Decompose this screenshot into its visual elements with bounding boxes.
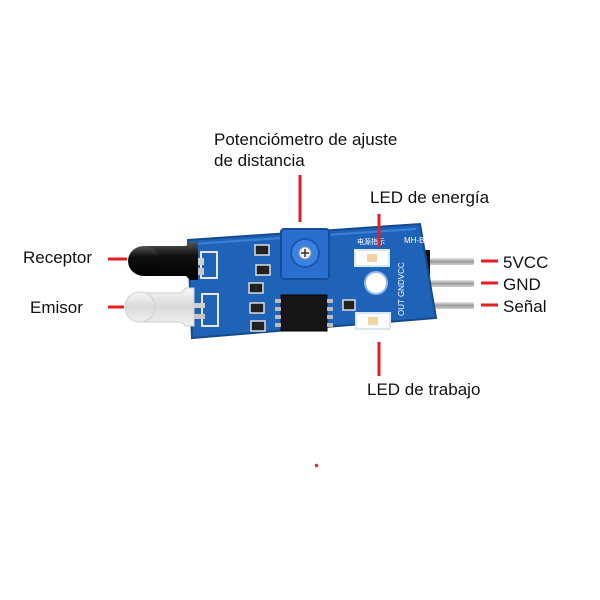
ir-receiver-led <box>128 242 204 280</box>
smd-resistor <box>250 320 266 332</box>
comparator-ic <box>275 294 333 332</box>
power-led-label: LED de energía <box>370 188 490 207</box>
pointer-lines <box>108 175 498 468</box>
potentiometer <box>280 228 330 280</box>
power-led <box>354 249 390 267</box>
smd-capacitor <box>342 299 356 311</box>
smd-resistor <box>255 264 271 276</box>
receiver-label: Receptor <box>23 248 92 267</box>
smd-resistor <box>248 282 264 294</box>
pcb-board <box>186 222 438 340</box>
silkscreen-model: MH-B <box>404 236 424 245</box>
smd-resistor <box>254 244 270 256</box>
potentiometer-label-line1: Potenciómetro de ajuste <box>214 130 398 149</box>
work-led-label: LED de trabajo <box>367 380 481 399</box>
stray-mark <box>314 463 319 468</box>
pin-vcc-label: 5VCC <box>503 253 549 272</box>
potentiometer-label-line2: de distancia <box>214 151 305 171</box>
smd-resistor <box>249 302 265 314</box>
pin-signal-label: Señal <box>503 297 547 316</box>
emitter-label: Emisor <box>30 298 83 317</box>
work-led <box>355 312 391 330</box>
ir-emitter-led <box>124 287 205 327</box>
potentiometer-label: Potenciómetro de ajuste de distancia <box>214 129 397 172</box>
pin-gnd-label: GND <box>503 275 541 294</box>
silkscreen-power-mark: 电源指示 <box>357 237 385 246</box>
mounting-hole <box>364 271 388 295</box>
silkscreen-output-mark: 输出指示 <box>358 333 386 342</box>
silkscreen-pins: OUT GNDVCC <box>397 262 406 316</box>
emitter-pads <box>201 293 219 327</box>
